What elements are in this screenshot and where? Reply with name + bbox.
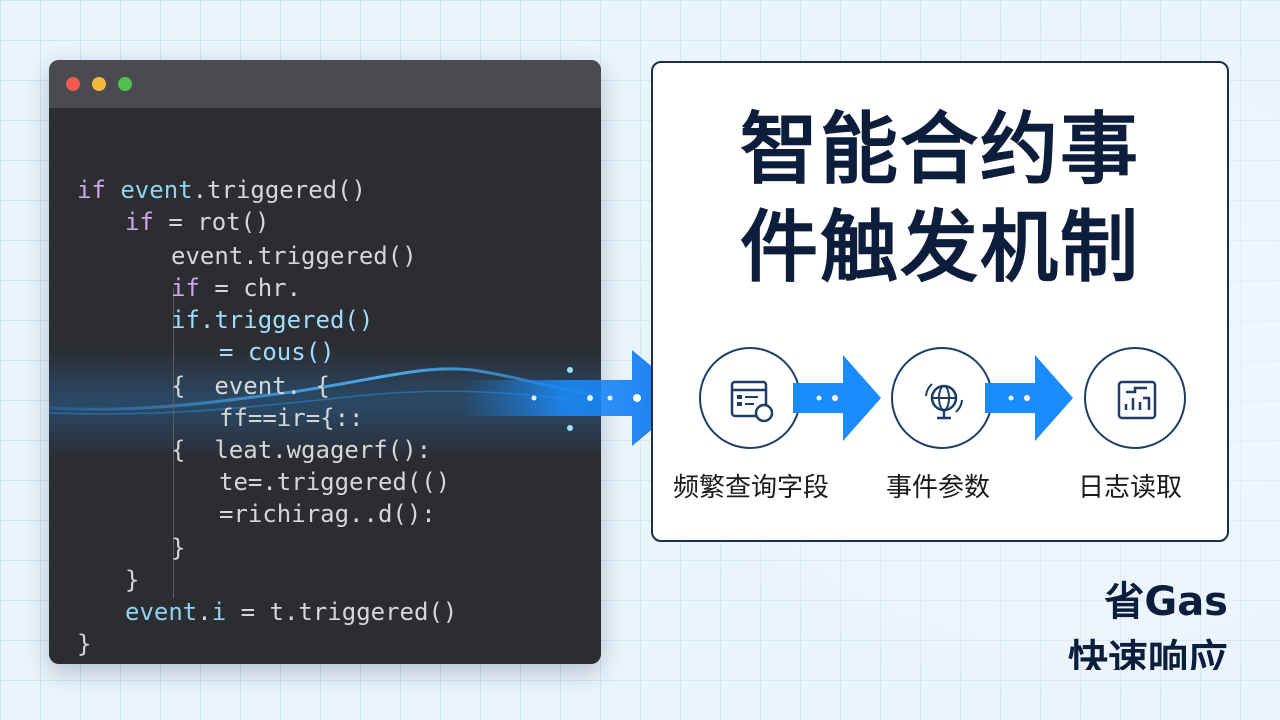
code-token: } [171, 534, 186, 562]
code-token: event [120, 176, 193, 204]
code-line: if event.triggered() [77, 174, 366, 206]
step-arrow-icon [793, 355, 881, 441]
globe-icon [925, 383, 963, 420]
code-line: te=.triggered(() [219, 466, 450, 498]
code-token: { leat.wgagerf(): [171, 436, 432, 464]
code-token: if [171, 274, 200, 302]
code-token: =richirag..d(): [219, 500, 436, 528]
code-token: = t.triggered() [226, 598, 458, 626]
code-token: .triggered() [192, 176, 366, 204]
step-label-log-read: 日志读取 [1078, 473, 1183, 503]
maximize-window-button[interactable] [118, 77, 132, 91]
indent-guide [173, 288, 174, 598]
code-line: event.triggered() [171, 240, 417, 272]
minimize-window-button[interactable] [92, 77, 106, 91]
panel-title-line1: 智能合约事 [739, 105, 1140, 195]
code-editor-window: if event.triggered()if = rot()event.trig… [49, 60, 601, 664]
benefit-save-gas: 省Gas [1104, 579, 1228, 625]
code-line: if.triggered() [171, 304, 373, 336]
step-label-event-params: 事件参数 [886, 473, 991, 503]
calendar-icon [730, 380, 774, 423]
code-token: i [211, 598, 227, 626]
code-token: = cous() [219, 338, 335, 366]
code-token: } [77, 630, 92, 658]
code-token: te=.triggered(() [219, 468, 451, 496]
code-line: event.i = t.triggered() [125, 596, 457, 628]
code-token: event.triggered() [171, 242, 417, 270]
benefit-fast-response: 快速响应 [1068, 637, 1228, 670]
code-token: . [197, 598, 212, 626]
code-area[interactable]: if event.triggered()if = rot()event.trig… [49, 108, 601, 664]
code-token: = chr. [199, 274, 302, 302]
step-label-query-fields: 频繁查询字段 [673, 473, 830, 503]
code-line: ff==ir={:: [219, 402, 364, 434]
code-token: if [77, 176, 106, 204]
code-line: } [171, 532, 185, 564]
close-window-button[interactable] [66, 77, 80, 91]
code-line: { leat.wgagerf(): [171, 434, 431, 466]
step-arrow-icon [985, 355, 1073, 441]
code-token: } [125, 566, 140, 594]
code-line: = cous() [219, 336, 335, 368]
log-chart-icon [1117, 380, 1157, 420]
code-token: ff==ir={:: [219, 404, 364, 432]
code-token: if.triggered() [171, 306, 374, 334]
code-line: if = chr. [171, 272, 301, 304]
info-panel: 智能合约事 件触发机制 频繁查询字段 [651, 61, 1229, 542]
code-line: if = rot() [125, 206, 270, 238]
code-line: } [125, 564, 139, 596]
step-circle-query-fields [699, 347, 801, 449]
code-line: =richirag..d(): [219, 498, 436, 530]
code-token [106, 176, 120, 204]
code-token: = rot() [153, 208, 270, 236]
step-circle-log-read [1084, 347, 1186, 449]
code-token: if [125, 208, 154, 236]
code-token: event [125, 598, 198, 626]
code-token: { event. { [171, 372, 330, 400]
panel-title-line2: 件触发机制 [739, 203, 1140, 293]
code-line: } [77, 628, 91, 660]
window-titlebar [49, 60, 601, 108]
step-circle-event-params [891, 347, 993, 449]
code-line: { event. { [171, 370, 330, 402]
